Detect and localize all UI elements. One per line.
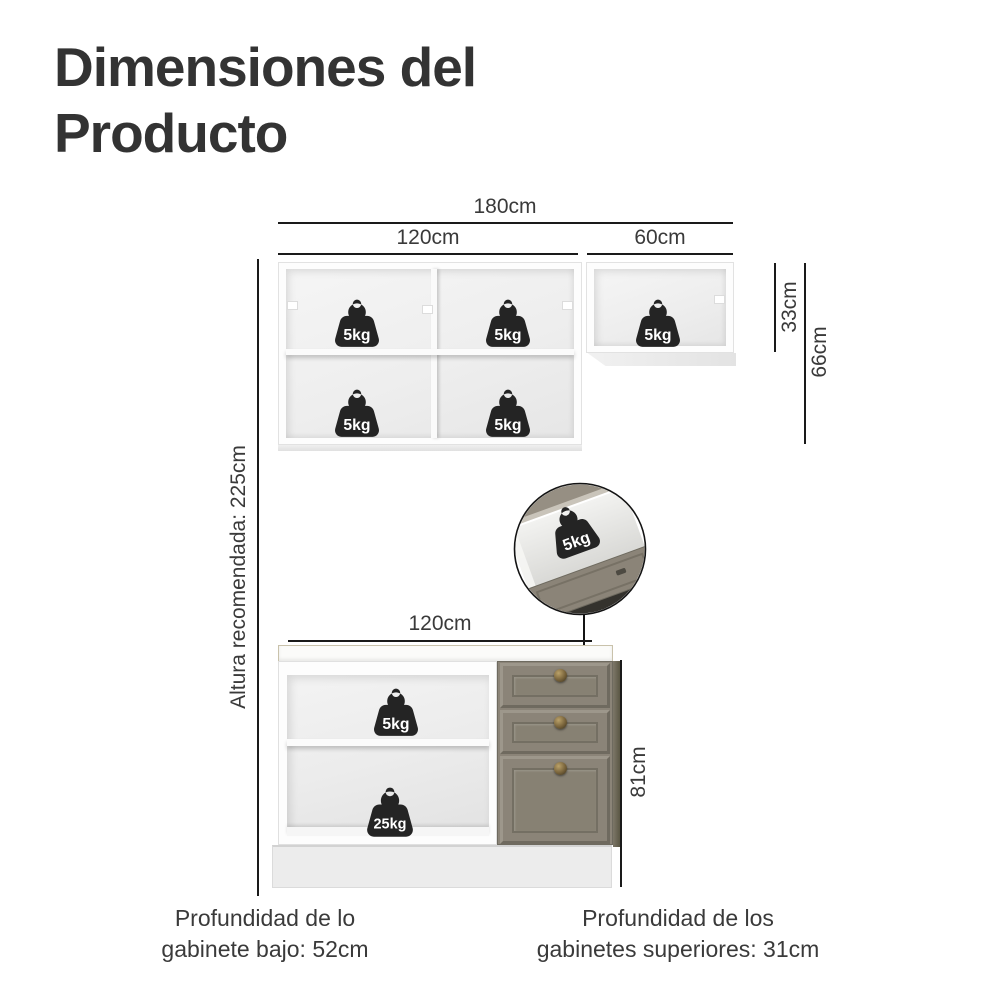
base-height-line (620, 660, 622, 887)
drawer-3-panel (512, 768, 598, 833)
base-width-line (288, 640, 592, 642)
weight-5kg-icon: 5kg (374, 688, 418, 736)
cabinet-shelf (286, 349, 574, 355)
drawer-unit-side-panel (613, 661, 621, 847)
hinge-mark (422, 305, 433, 314)
wall-cabinet-right-underside (587, 353, 736, 366)
footnote-base-depth-line2: gabinete bajo: 52cm (161, 936, 369, 962)
upper-left-height-label: 66cm (808, 326, 831, 378)
weight-5kg-icon: 5kg (555, 507, 600, 559)
upper-right-width-label: 60cm (634, 226, 686, 249)
hinge-mark (714, 295, 725, 304)
drawer-knob (554, 669, 567, 682)
weight-5kg-icon: 5kg (636, 299, 680, 347)
recommended-height-label: Altura recomendada: 225cm (227, 445, 250, 709)
drawer-knob (554, 716, 567, 729)
drawer-keyhole (615, 568, 627, 576)
wall-cabinet-left (278, 262, 582, 445)
weight-label: 5kg (494, 327, 521, 344)
upper-right-width-line (587, 253, 733, 255)
drawer-3 (500, 756, 610, 844)
wall-cabinet-left-underside (278, 445, 582, 451)
weight-5kg-icon: 5kg (486, 299, 530, 347)
footnote-upper-depth: Profundidad de los gabinetes superiores:… (498, 903, 858, 965)
base-cabinet-countertop (278, 645, 613, 662)
total-width-label: 180cm (473, 195, 537, 218)
footnote-upper-depth-line1: Profundidad de los (582, 905, 774, 931)
weight-5kg-icon: 5kg (335, 389, 379, 437)
weight-5kg-icon: 5kg (486, 389, 530, 437)
upper-left-width-label: 120cm (396, 226, 460, 249)
drawer-2 (500, 710, 610, 754)
upper-left-width-line (278, 253, 578, 255)
weight-label: 5kg (343, 327, 370, 344)
base-cabinet-shelf (287, 739, 489, 746)
weight-label: 5kg (382, 716, 409, 733)
recommended-height-line (257, 259, 259, 896)
weight-label: 5kg (644, 327, 671, 344)
drawer-unit (497, 661, 613, 845)
footnote-base-depth: Profundidad de lo gabinete bajo: 52cm (115, 903, 415, 965)
weight-label: 5kg (343, 417, 370, 434)
total-width-line (278, 222, 733, 224)
footnote-base-depth-line1: Profundidad de lo (174, 905, 356, 931)
drawer-1 (500, 663, 610, 708)
hinge-mark (562, 301, 573, 310)
drawer-knob (554, 762, 567, 775)
drawer-detail-inset: 5kg (513, 482, 647, 616)
weight-25kg-icon: 25kg (367, 787, 413, 837)
weight-label: 5kg (494, 417, 521, 434)
footnote-upper-depth-line2: gabinetes superiores: 31cm (536, 936, 820, 962)
hinge-mark (287, 301, 298, 310)
upper-left-height-line (804, 263, 806, 444)
drawer-illustration: 5kg (515, 484, 645, 614)
base-cabinet-plinth (272, 845, 612, 888)
upper-right-height-label: 33cm (778, 281, 801, 333)
upper-right-height-line (774, 263, 776, 352)
base-height-label: 81cm (627, 746, 650, 798)
weight-label: 25kg (374, 817, 407, 833)
weight-5kg-icon: 5kg (335, 299, 379, 347)
page-title: Dimensiones del Producto (54, 36, 477, 164)
base-width-label: 120cm (408, 612, 472, 635)
